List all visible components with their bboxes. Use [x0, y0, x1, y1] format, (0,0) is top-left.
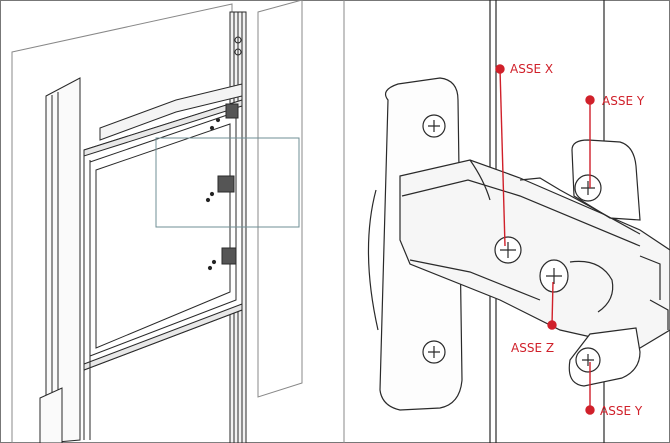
callout-dot-axis-y-top [585, 95, 595, 105]
label-axis-x: ASSE X [510, 62, 553, 76]
door-lower-corner [39, 387, 63, 443]
label-axis-y-top: ASSE Y [602, 94, 645, 108]
callout-dot-axis-y-bottom [585, 405, 595, 415]
callout-leaders [495, 64, 595, 415]
hinge-arm [399, 159, 670, 349]
label-axis-z: ASSE Z [511, 341, 554, 355]
detail-highlight-box [155, 137, 300, 228]
hinge-mount-middle [205, 175, 235, 203]
hinge-mount-top [209, 103, 239, 131]
cabinet-back-panel [257, 0, 303, 398]
glass-door-frame [83, 99, 243, 440]
label-axis-y-bottom: ASSE Y [600, 404, 643, 418]
hinge-mount-bottom [207, 247, 237, 271]
cabinet-side-panel [11, 3, 233, 443]
left-panel-cabinet-view [11, 0, 303, 443]
right-panel-hinge-closeup [367, 0, 670, 443]
top-rail [99, 83, 243, 141]
callout-dot-axis-x [495, 64, 505, 74]
door-panel-edge [45, 77, 81, 443]
callout-dot-axis-z [547, 320, 557, 330]
